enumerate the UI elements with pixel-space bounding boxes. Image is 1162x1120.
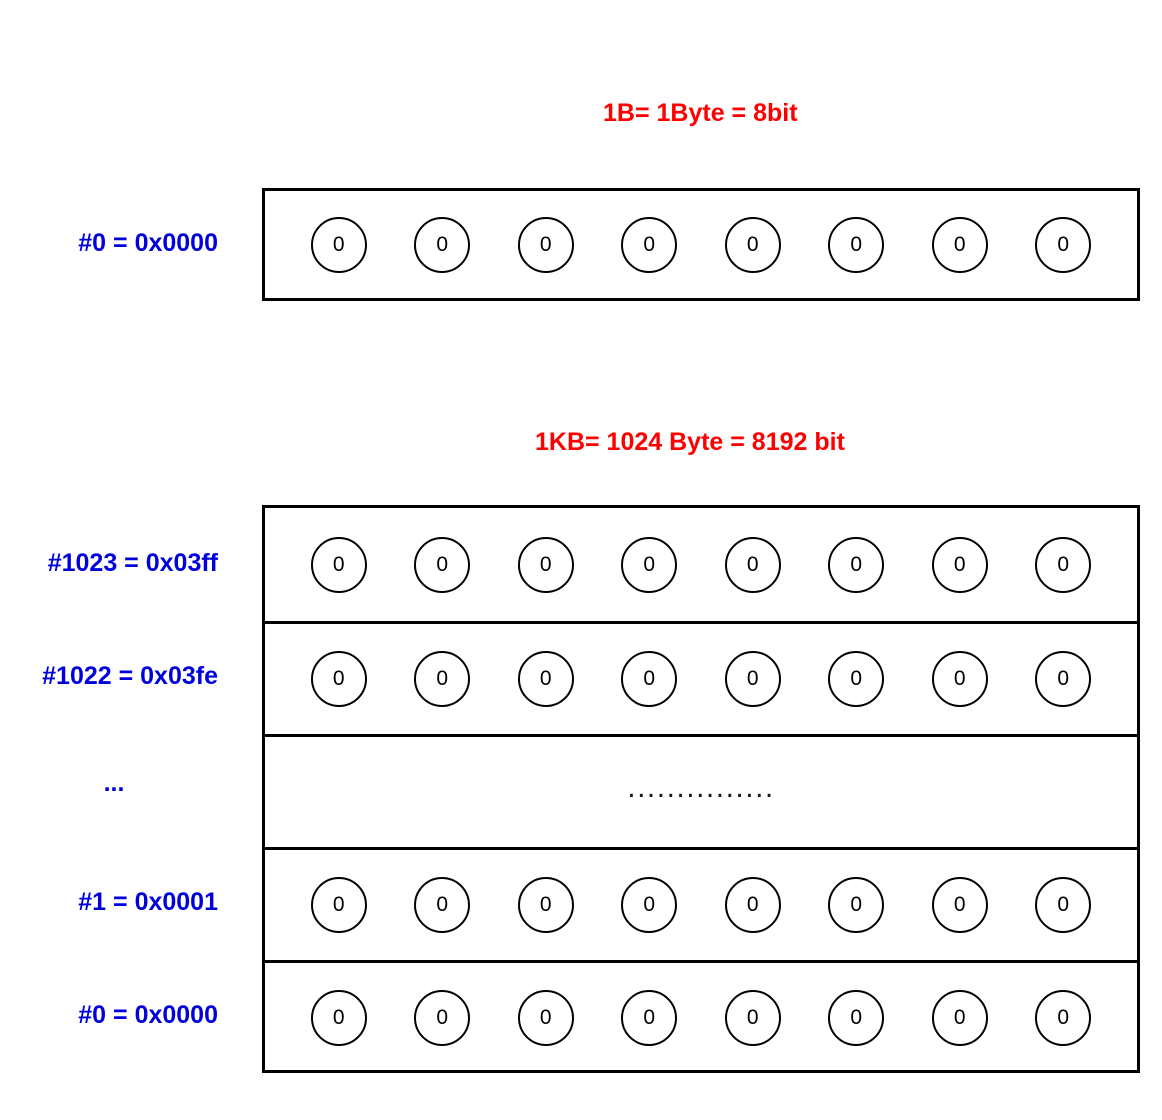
bit-cell: 0: [931, 877, 988, 933]
address-label: #1 = 0x0001: [78, 887, 218, 916]
bit-cell: 0: [1035, 651, 1092, 707]
bit-cell: 0: [414, 216, 471, 273]
address-label: #1022 = 0x03fe: [42, 661, 218, 690]
bit-cell: 0: [414, 651, 471, 707]
bit-cell: 0: [621, 990, 678, 1046]
bit-cell: 0: [724, 536, 781, 593]
bit-cell: 0: [931, 536, 988, 593]
bit-cell: 0: [310, 536, 367, 593]
bit-cell: 0: [517, 216, 574, 273]
bit-cell: 0: [724, 651, 781, 707]
bit-cell: 0: [414, 536, 471, 593]
bit-cell: 0: [828, 990, 885, 1046]
bit-cell: 0: [1035, 877, 1092, 933]
address-label: #0 = 0x0000: [78, 1000, 218, 1029]
bit-cell: 0: [1035, 536, 1092, 593]
kilobyte-section-caption: 1KB= 1024 Byte = 8192 bit: [535, 428, 845, 456]
bit-cell: 0: [414, 990, 471, 1046]
bit-cell: 0: [310, 990, 367, 1046]
memory-row-ellipsis: ...............: [265, 734, 1137, 847]
bit-cell: 0: [931, 651, 988, 707]
bit-cell: 0: [1035, 990, 1092, 1046]
bit-cell: 0: [931, 216, 988, 273]
bit-cell: 0: [310, 651, 367, 707]
address-label-byte: #0 = 0x0000: [78, 228, 218, 257]
bit-cell: 0: [517, 990, 574, 1046]
bit-cell: 0: [517, 651, 574, 707]
bit-cell: 0: [828, 877, 885, 933]
bit-cell: 0: [828, 536, 885, 593]
bit-cell: 0: [724, 990, 781, 1046]
row-ellipsis-dots: ...............: [627, 771, 775, 804]
bit-cell: 0: [621, 651, 678, 707]
bit-cell: 0: [828, 216, 885, 273]
bit-cell: 0: [310, 877, 367, 933]
bit-cell: 0: [414, 877, 471, 933]
bit-cell: 0: [621, 216, 678, 273]
bit-cell: 0: [517, 536, 574, 593]
bit-cell: 0: [724, 877, 781, 933]
bit-cell: 0: [828, 651, 885, 707]
bit-cell: 0: [621, 536, 678, 593]
bit-cell: 0: [931, 990, 988, 1046]
byte-section-caption: 1B= 1Byte = 8bit: [603, 99, 798, 127]
address-label-ellipsis: ...: [103, 768, 125, 797]
address-label: #1023 = 0x03ff: [47, 548, 218, 577]
bit-cell: 0: [1035, 216, 1092, 273]
bit-cell: 0: [310, 216, 367, 273]
bit-cell: 0: [517, 877, 574, 933]
bit-cell: 0: [724, 216, 781, 273]
bit-cell: 0: [621, 877, 678, 933]
